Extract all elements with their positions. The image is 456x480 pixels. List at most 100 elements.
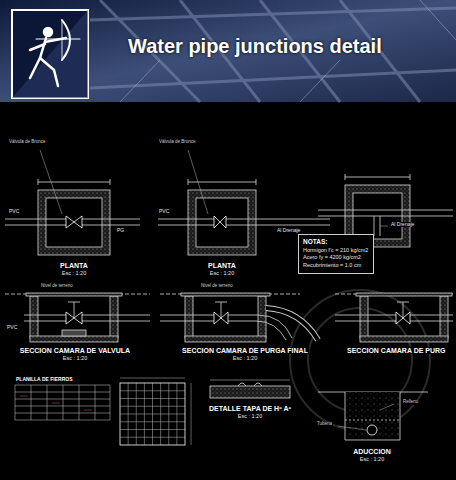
cover-mesh bbox=[120, 378, 185, 379]
section-purge-final bbox=[181, 293, 270, 296]
page-title: Water pipe junctions detail bbox=[128, 36, 382, 56]
rebar-table bbox=[15, 399, 110, 400]
section-purge-final bbox=[160, 293, 318, 342]
cover-mesh bbox=[120, 383, 185, 445]
trench bbox=[345, 392, 400, 440]
section-valve bbox=[30, 296, 38, 338]
cover-detail bbox=[210, 380, 290, 381]
callout-text: Nivel de terreno bbox=[40, 284, 74, 289]
logo bbox=[12, 10, 88, 98]
banner bbox=[0, 0, 456, 102]
rebar-table bbox=[15, 385, 110, 420]
plan-valve bbox=[5, 225, 66, 226]
logo bbox=[36, 39, 80, 40]
plan-valve bbox=[46, 198, 102, 247]
rebar-table bbox=[15, 406, 110, 407]
callout-text: Válvula de Bronce bbox=[8, 140, 47, 145]
section-valve bbox=[26, 293, 122, 296]
section-valve bbox=[74, 302, 75, 318]
trench bbox=[318, 392, 428, 440]
section-purge-final bbox=[215, 302, 227, 303]
cover-mesh bbox=[168, 383, 169, 445]
logo bbox=[30, 38, 46, 78]
trench bbox=[345, 420, 400, 421]
plan-valve bbox=[38, 182, 110, 183]
banner bbox=[120, 0, 456, 102]
plan-valve bbox=[5, 150, 140, 255]
note-line: Acero fy = 4200 kg/cm2 bbox=[303, 254, 369, 261]
trench bbox=[367, 425, 377, 435]
section-purge bbox=[410, 315, 453, 316]
logo bbox=[62, 20, 70, 60]
pipe-label: PVC bbox=[158, 209, 170, 214]
section-purge-final bbox=[160, 315, 214, 316]
callout-text: Al Drenaje bbox=[390, 222, 415, 227]
plan-purge bbox=[256, 179, 257, 185]
scale-text: Esc : 1:20 bbox=[232, 356, 258, 362]
logo bbox=[40, 58, 58, 86]
rebar-table bbox=[15, 413, 110, 414]
scale-text: Esc : 1:20 bbox=[61, 271, 87, 277]
section-valve bbox=[68, 302, 80, 303]
rebar-table bbox=[15, 392, 110, 393]
section-valve bbox=[5, 293, 150, 342]
plan-purge bbox=[188, 179, 189, 185]
callout-text: Relleno bbox=[402, 400, 419, 405]
cover-mesh bbox=[120, 437, 185, 438]
banner bbox=[90, 70, 456, 88]
section-valve bbox=[62, 330, 86, 336]
scale-text: Esc : 1:20 bbox=[359, 457, 385, 463]
section-valve bbox=[24, 315, 30, 316]
rebar-table bbox=[47, 385, 48, 420]
plan-purge bbox=[196, 198, 248, 247]
section-valve bbox=[82, 315, 150, 316]
section-purge bbox=[410, 321, 453, 322]
cover-mesh bbox=[176, 383, 177, 445]
plan-purge-tee bbox=[318, 210, 453, 211]
logo bbox=[12, 10, 88, 98]
rebar-table bbox=[20, 396, 92, 410]
logo bbox=[62, 20, 63, 60]
notes-box: NOTAS:Hormigon f'c = 210 kg/cm2Acero fy … bbox=[298, 234, 374, 274]
pipe-label: PVC bbox=[6, 325, 18, 330]
section-purge bbox=[360, 296, 368, 338]
section-purge bbox=[403, 302, 404, 318]
cover-mesh bbox=[160, 383, 161, 445]
cover-mesh bbox=[120, 421, 185, 422]
notes-heading: NOTAS: bbox=[303, 238, 369, 247]
view-title: SECCION CAMARA DE VALVULA bbox=[19, 347, 131, 354]
cover-mesh bbox=[191, 383, 192, 445]
logo bbox=[12, 10, 88, 98]
section-purge bbox=[356, 293, 452, 296]
callout-text: Tuberia bbox=[316, 422, 333, 427]
section-purge bbox=[335, 293, 454, 342]
section-valve bbox=[30, 336, 118, 342]
plan-purge-tee bbox=[380, 226, 388, 227]
banner bbox=[0, 0, 456, 102]
section-purge bbox=[397, 302, 409, 303]
scale-text: Esc : 1:20 bbox=[62, 356, 88, 362]
section-purge-final bbox=[185, 336, 266, 342]
scale-text: Esc : 1:20 bbox=[237, 414, 263, 420]
cover-mesh bbox=[120, 414, 185, 415]
section-purge-final bbox=[221, 302, 222, 318]
rebar-table bbox=[95, 385, 96, 420]
banner bbox=[120, 60, 160, 102]
cover-detail bbox=[210, 386, 290, 398]
view-title: ADUCCION bbox=[352, 448, 392, 455]
section-valve bbox=[24, 321, 30, 322]
plan-valve bbox=[82, 219, 140, 220]
section-purge-final bbox=[160, 321, 214, 322]
section-valve bbox=[82, 321, 150, 322]
plan-purge bbox=[188, 190, 256, 255]
note-line: Hormigon f'c = 210 kg/cm2 bbox=[303, 247, 369, 254]
section-purge-final bbox=[266, 308, 318, 340]
callout-text: Válvula de Bronce bbox=[158, 140, 197, 145]
banner bbox=[420, 0, 456, 40]
pipe-label: PVC bbox=[8, 209, 20, 214]
rebar-table bbox=[31, 385, 32, 420]
view-title: PLANTA bbox=[59, 262, 89, 269]
plan-purge-tee bbox=[345, 174, 346, 180]
plan-valve bbox=[66, 216, 82, 228]
logo bbox=[44, 28, 52, 36]
